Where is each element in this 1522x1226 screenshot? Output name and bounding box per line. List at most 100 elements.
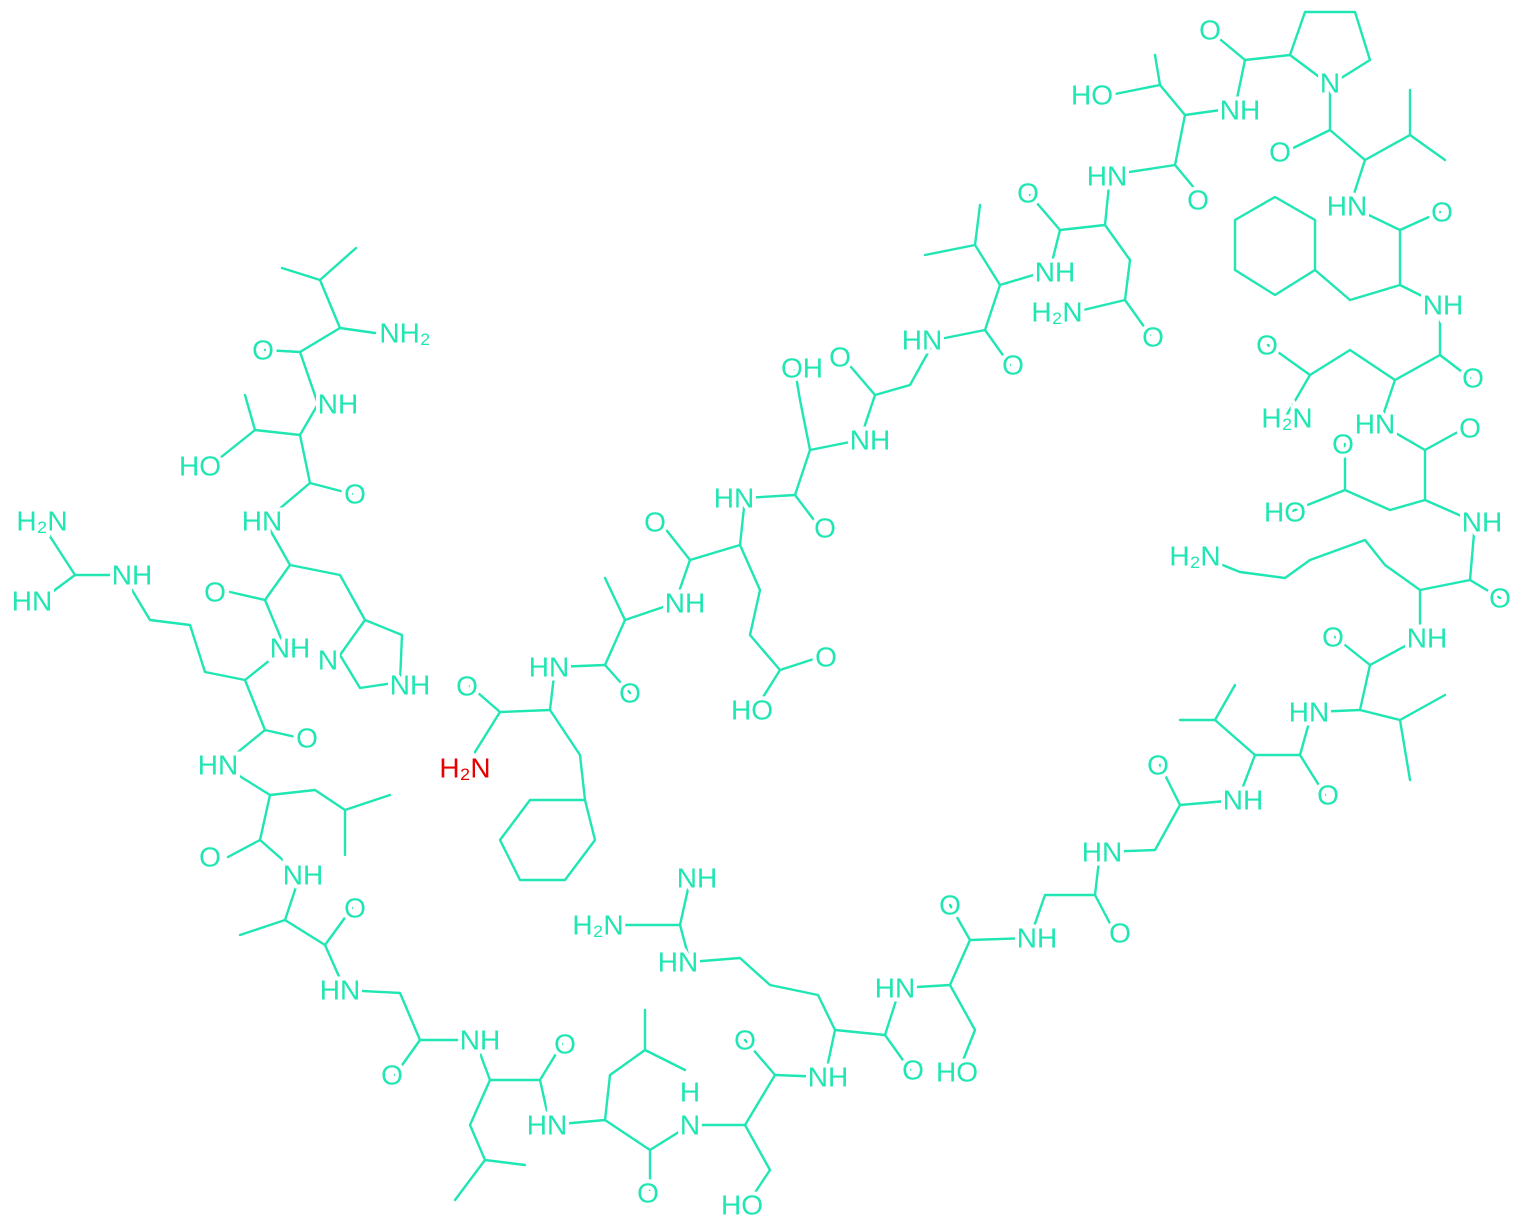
bond: [603, 558, 692, 622]
atom-label: NH₂: [379, 318, 430, 349]
atom-label: HN: [1289, 697, 1329, 728]
atom-label: O: [344, 893, 366, 924]
bond: [280, 246, 358, 282]
bond: [1408, 133, 1447, 162]
bond: [288, 563, 404, 690]
bond: [338, 326, 377, 335]
bond: [468, 710, 502, 762]
atom-label: O: [1142, 322, 1164, 353]
bond: [498, 798, 597, 882]
atom-label: O: [734, 1025, 756, 1056]
atom-label: NH: [1017, 923, 1057, 954]
atom-label: O: [1431, 197, 1453, 228]
atom-label: O: [1256, 330, 1278, 361]
bond: [1288, 10, 1372, 132]
atom-label: HN: [320, 975, 360, 1006]
bond: [1173, 113, 1202, 197]
bond: [538, 1008, 647, 1127]
atom-label: NH: [270, 633, 310, 664]
atom-label: HN: [658, 947, 698, 978]
atom-label: NH: [1407, 623, 1447, 654]
atom-label: O: [1147, 750, 1169, 781]
atom-label: HN: [198, 750, 238, 781]
atom-label: HO: [731, 695, 773, 726]
bond: [608, 923, 837, 1032]
atom-label: NH: [850, 425, 890, 456]
bond: [1073, 298, 1127, 314]
atom-label: O: [344, 479, 366, 510]
atom-label: HN: [875, 973, 915, 1004]
atom-label: HO: [179, 451, 221, 482]
bond: [1398, 693, 1447, 722]
bond: [1288, 488, 1347, 514]
bond: [243, 678, 302, 740]
atom-label: OH: [781, 353, 823, 384]
bond: [298, 278, 354, 496]
atom-label: HO: [1264, 497, 1306, 528]
atom-label: HN: [242, 506, 282, 537]
atom-label: NH: [283, 860, 323, 891]
atom-label: O: [1269, 137, 1291, 168]
bond: [1233, 195, 1317, 297]
bond: [968, 893, 1117, 942]
bond: [1198, 538, 1422, 592]
atom-label: O: [644, 507, 666, 538]
atom-label: O: [939, 890, 961, 921]
atom-label: HO: [936, 1057, 978, 1088]
atom-label: HO: [721, 1190, 763, 1221]
atom-label: O: [1322, 622, 1344, 653]
atom-label: HO: [1071, 80, 1113, 111]
bond: [643, 1048, 687, 1072]
atom-label: HN: [1327, 191, 1367, 222]
bond: [1213, 683, 1257, 757]
atom-label: O: [204, 577, 226, 608]
atom-label: O: [296, 723, 318, 754]
bond: [243, 393, 302, 437]
atom-label: HN: [529, 652, 569, 683]
bond: [263, 348, 302, 354]
atom-label: HN: [1082, 837, 1122, 868]
atom-label: O: [1002, 350, 1024, 381]
bond: [130, 588, 287, 682]
atom-label: O: [199, 842, 221, 873]
atom-label: O: [1187, 185, 1209, 216]
atom-label: H₂N: [1031, 297, 1082, 328]
bond: [678, 878, 692, 927]
bond: [483, 1158, 527, 1167]
bond: [1103, 163, 1177, 337]
atom-label: O: [1462, 363, 1484, 394]
atom-label: O: [814, 513, 836, 544]
atom-label: O: [1332, 429, 1354, 460]
atom-label: HN: [714, 483, 754, 514]
bond: [738, 543, 822, 672]
atom-label: HN: [1087, 161, 1127, 192]
atom-label: N: [318, 645, 338, 676]
atom-label: H: [680, 1077, 700, 1108]
atom-label: HN: [12, 586, 52, 617]
bond: [1213, 33, 1292, 62]
atom-label: O: [1459, 413, 1481, 444]
atom-label: O: [554, 1029, 576, 1060]
bond: [283, 906, 354, 947]
bond: [1393, 353, 1472, 382]
bond: [213, 428, 257, 464]
atom-label: HN: [1355, 409, 1395, 440]
atom-label: NH: [390, 670, 430, 701]
atom-label: O: [829, 342, 851, 373]
atom-label: NH: [1035, 257, 1075, 288]
atom-label: O: [619, 678, 641, 709]
atom-label: NH: [1423, 290, 1463, 321]
atom-label: O: [1017, 178, 1039, 209]
bond: [1266, 343, 1427, 452]
atom-label: NH: [318, 389, 358, 420]
atom-label: NH: [1220, 95, 1260, 126]
atom-label: O: [252, 335, 274, 366]
bond: [1283, 373, 1312, 420]
bond: [453, 1078, 492, 1202]
bond: [1108, 83, 1162, 97]
atom-label: H₂N: [1261, 403, 1312, 434]
bond: [923, 243, 977, 257]
bond: [843, 328, 987, 397]
atom-label: H₂N: [1169, 541, 1220, 572]
